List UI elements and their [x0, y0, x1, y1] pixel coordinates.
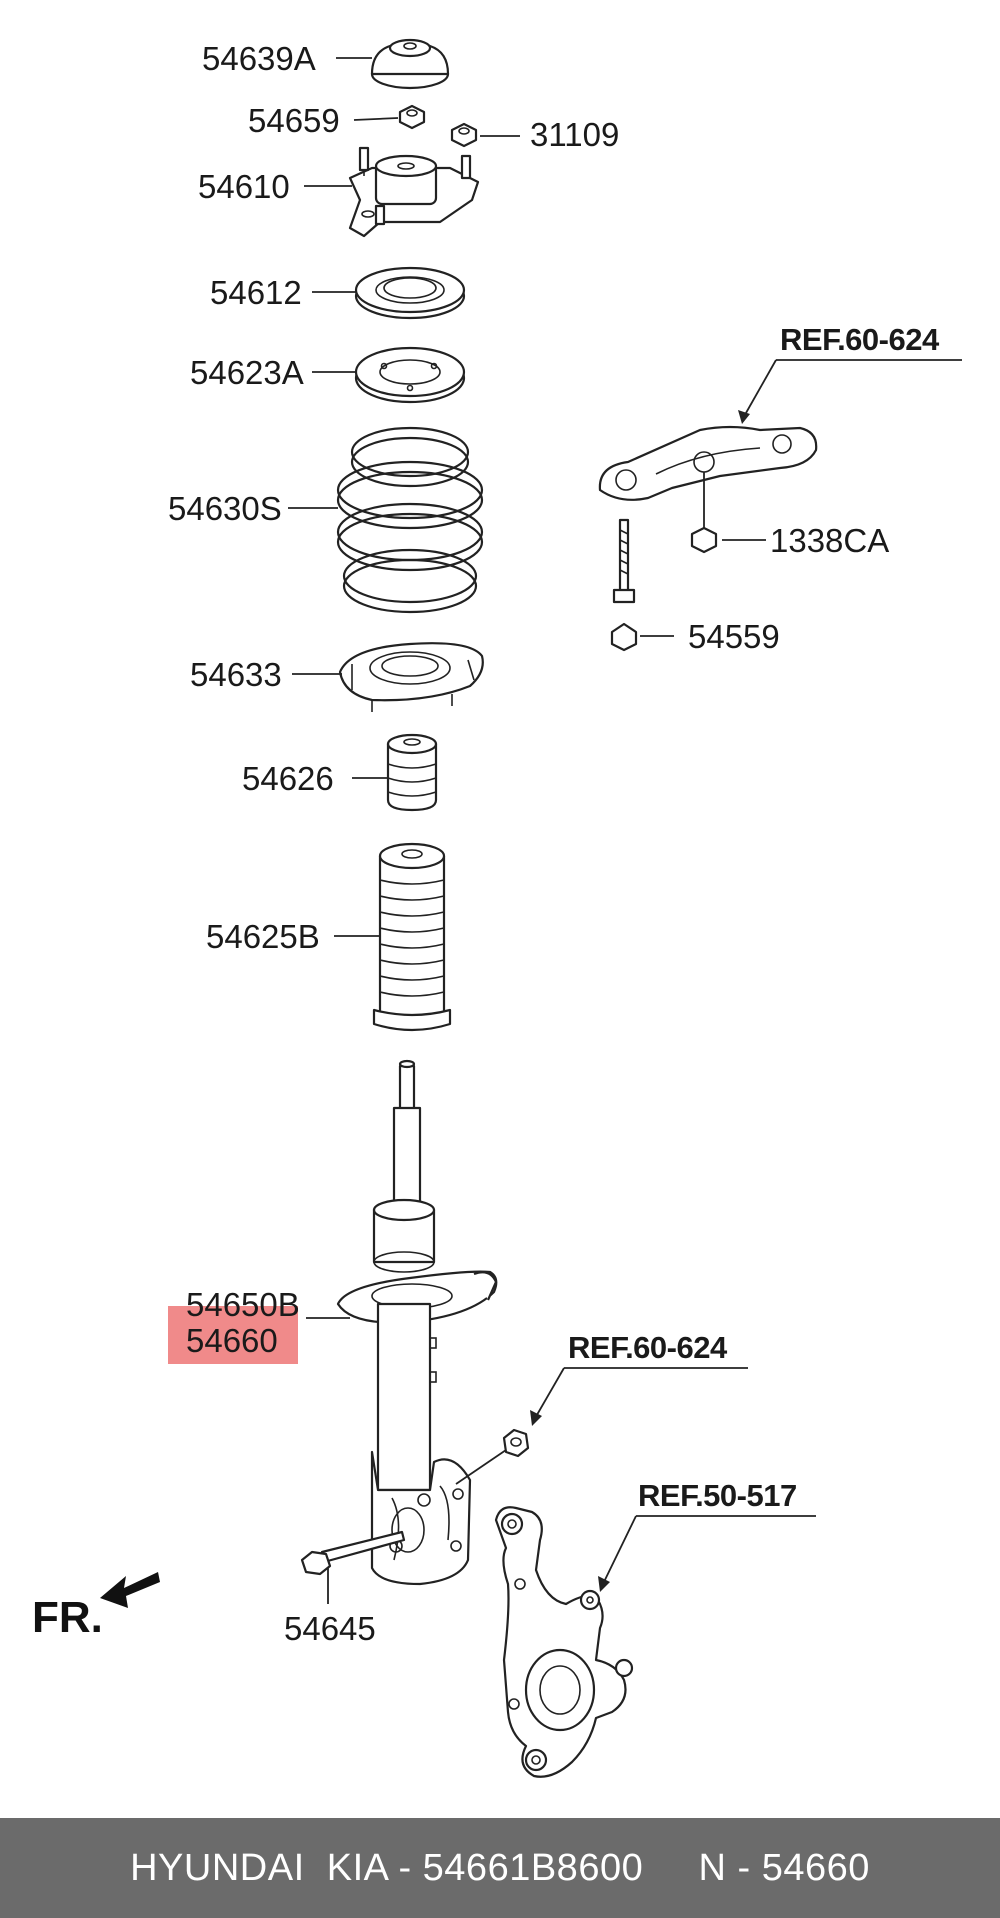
label-1338CA: 1338CA: [770, 522, 889, 559]
part-31109: [450, 122, 478, 148]
label-54659: 54659: [248, 102, 340, 139]
front-label: FR.: [32, 1593, 103, 1642]
nut-mid: [455, 1428, 530, 1485]
label-54623A: 54623A: [190, 354, 304, 391]
label-31109: 31109: [530, 116, 619, 153]
label-54633: 54633: [190, 656, 282, 693]
label-54559: 54559: [688, 618, 780, 655]
ref-50-517-knuckle: REF.50-517: [638, 1478, 797, 1513]
part-54625B: [372, 842, 452, 1032]
label-54610: 54610: [198, 168, 290, 205]
part-54626: [386, 733, 438, 812]
strut-assembly: [336, 1059, 498, 1586]
part-54633: [338, 642, 484, 712]
label-54625B: 54625B: [206, 918, 320, 955]
ref-60-624-mid: REF.60-624: [568, 1330, 728, 1365]
highlight-box: [168, 1306, 298, 1364]
label-54645: 54645: [284, 1610, 376, 1647]
label-54626: 54626: [242, 760, 334, 797]
part-54610: [348, 146, 480, 238]
label-54660: 54660: [186, 1322, 278, 1359]
part-54559: [610, 518, 638, 652]
strut-brace: [598, 425, 818, 501]
label-54639A: 54639A: [202, 40, 316, 77]
part-54639A: [370, 38, 450, 90]
front-direction-arrow-icon: [100, 1572, 160, 1608]
leader-lines: [288, 57, 962, 1604]
part-54612: [354, 266, 466, 320]
label-54650B: 54650B: [186, 1286, 300, 1323]
label-54612: 54612: [210, 274, 302, 311]
part-54645: [300, 1530, 406, 1576]
steering-knuckle: [494, 1506, 634, 1778]
ref-60-624-top: REF.60-624: [780, 322, 940, 357]
part-54630S: [336, 426, 484, 614]
exploded-parts-diagram: 54639A 54659 31109 54610 54612 54623A 54…: [32, 38, 962, 1778]
part-54659: [398, 104, 426, 130]
part-54623A: [354, 346, 466, 404]
part-number-footer: HYUNDAI KIA - 54661B8600 N - 54660: [0, 1818, 1000, 1918]
part-1338CA: [690, 472, 718, 554]
label-54630S: 54630S: [168, 490, 282, 527]
